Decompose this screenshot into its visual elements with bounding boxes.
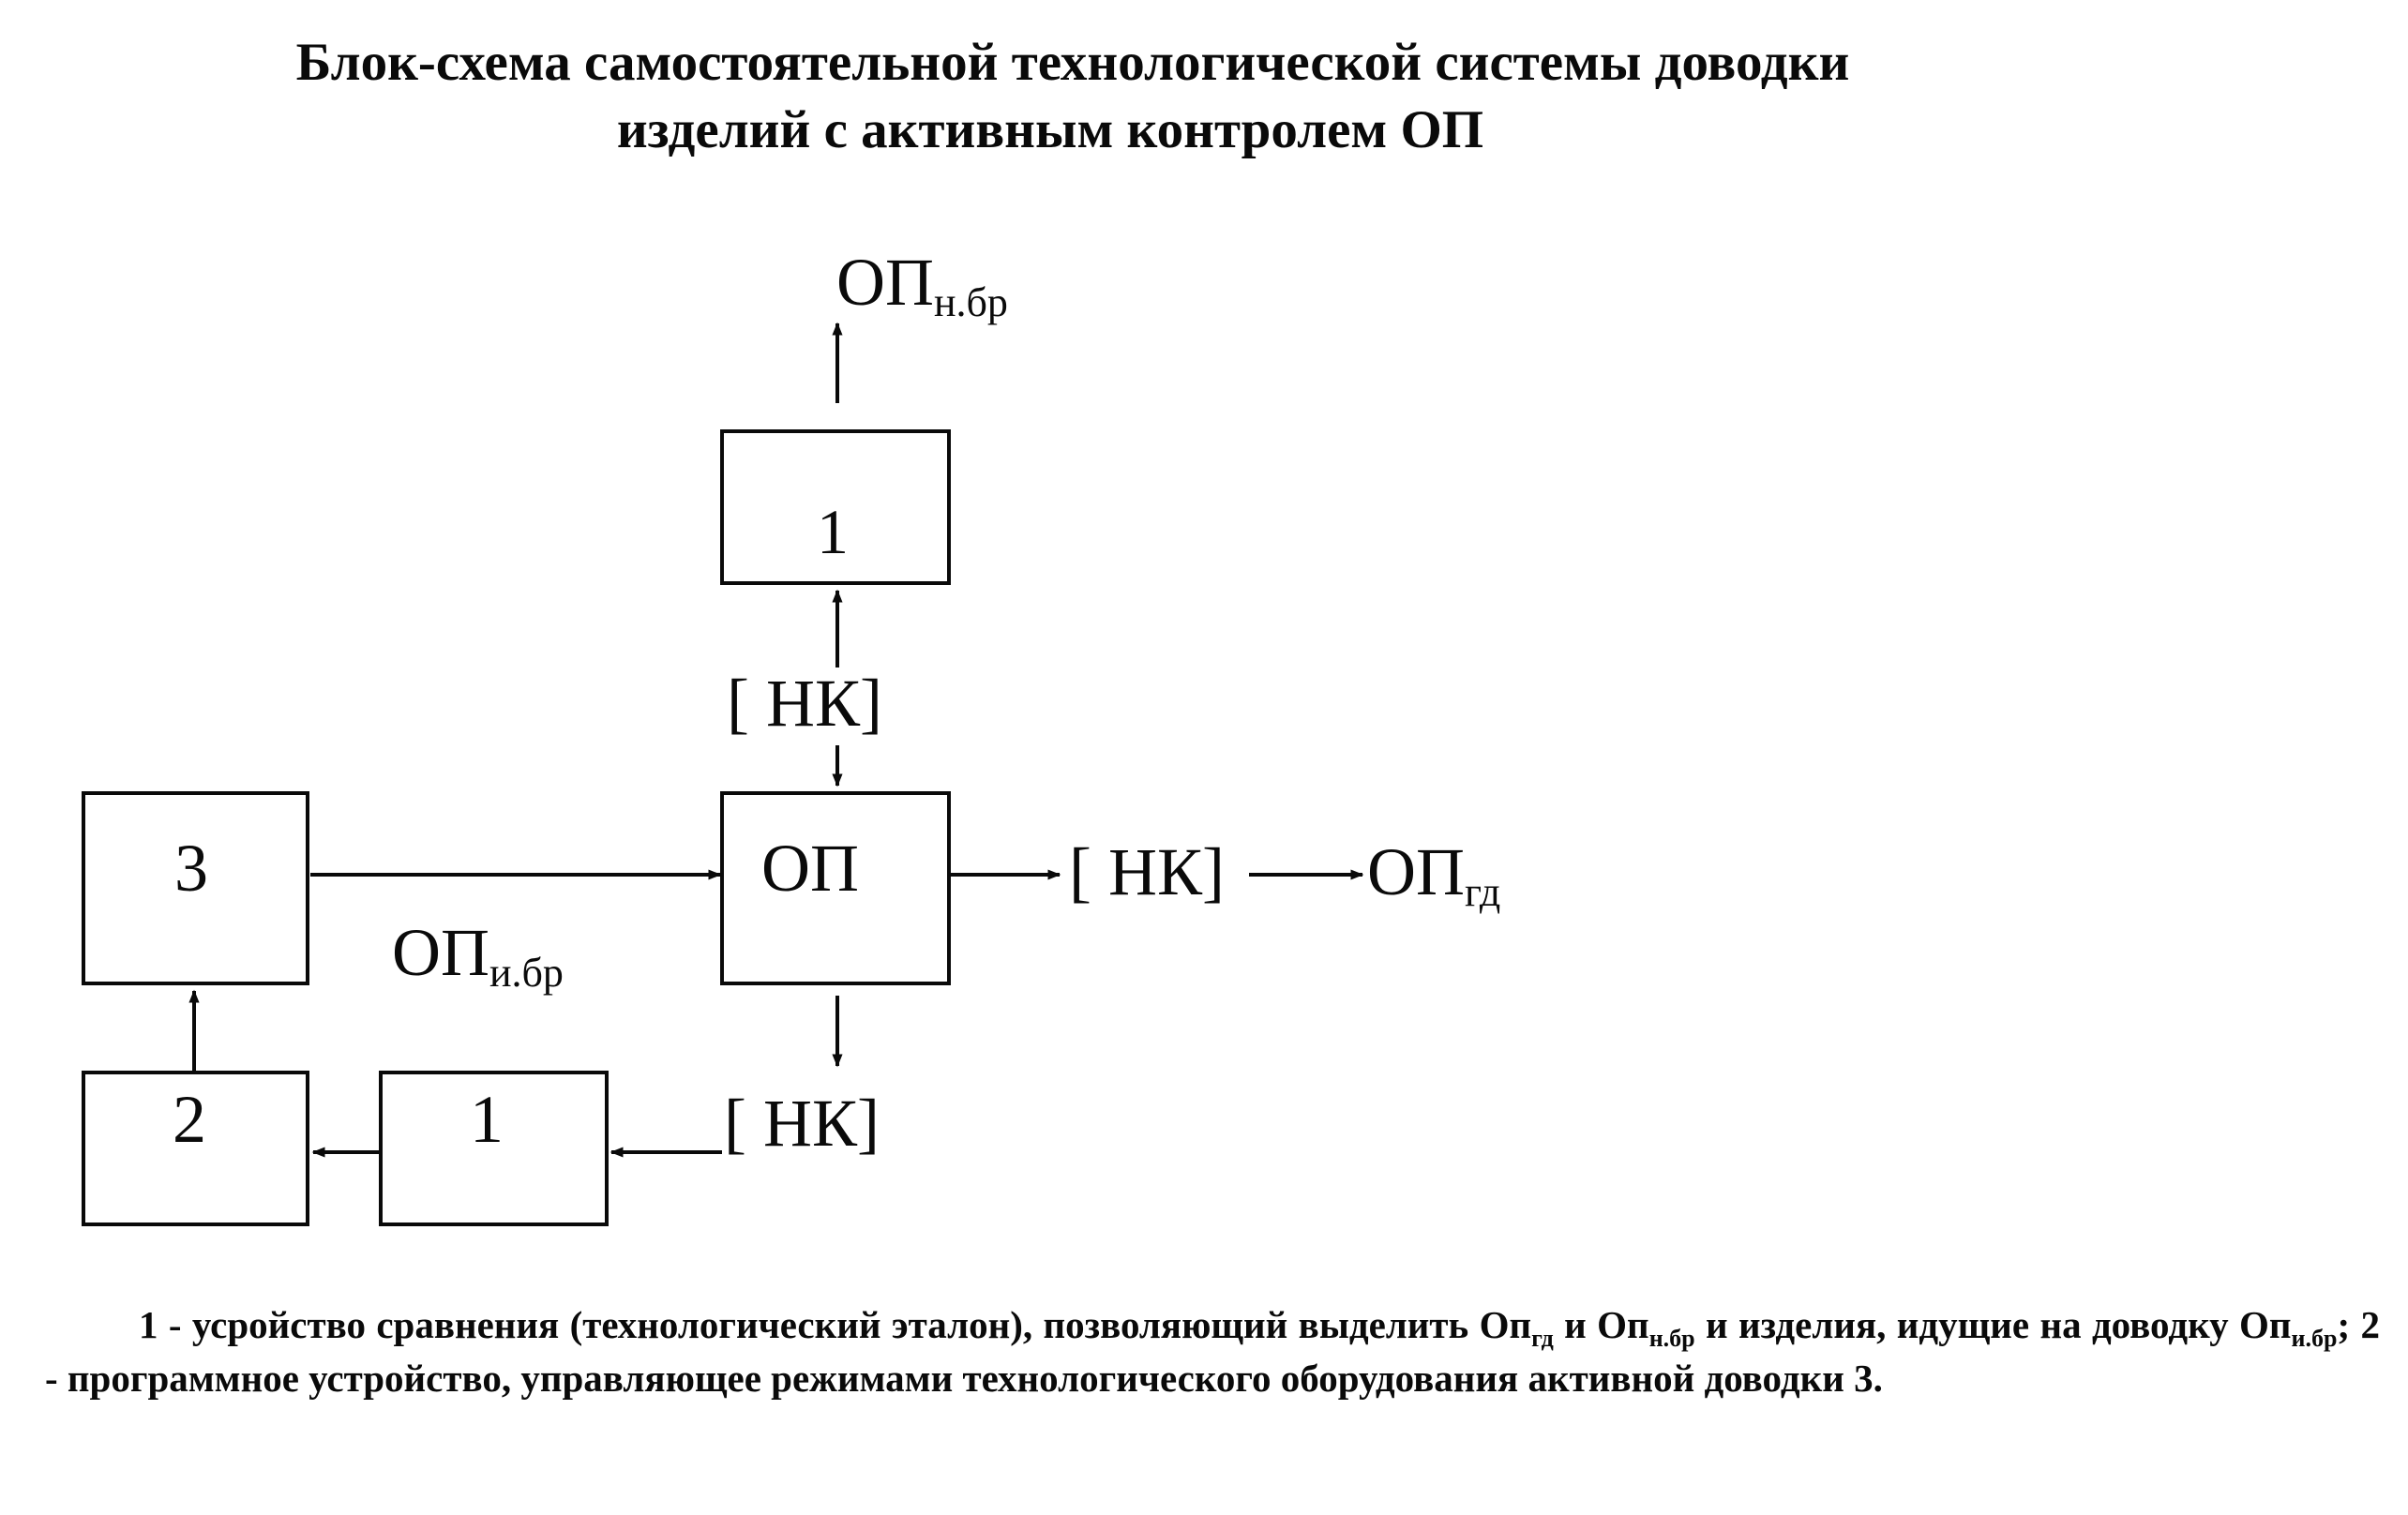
caption-paragraph: 1 - усройство сравнения (технологический…	[45, 1298, 2380, 1405]
block-comparator-top	[720, 429, 951, 585]
label-nk-top: [ НК]	[727, 666, 882, 741]
caption-part-2: и Оп	[1553, 1303, 1649, 1346]
caption: 1 - усройство сравнения (технологический…	[45, 1298, 2380, 1405]
label-comparator-top: 1	[817, 496, 849, 567]
label-op-nbr-base: ОП	[836, 245, 934, 320]
label-op-nbr-sub: н.бр	[934, 279, 1008, 325]
block-finishing-3	[82, 791, 309, 985]
label-op-nbr: ОПн.бр	[836, 245, 1008, 325]
title-line-1: Блок-схема самостоятельной технологическ…	[295, 33, 1850, 92]
label-comparator-bottom: 1	[470, 1082, 504, 1157]
block-comparator-bottom	[379, 1071, 609, 1226]
block-part-op	[720, 791, 951, 985]
caption-part-5: ; 2 - программное устройство, управляюще…	[45, 1303, 2381, 1400]
label-part-op: ОП	[761, 831, 859, 906]
label-nk-bottom: [ НК]	[724, 1086, 880, 1161]
label-op-ibr-base: ОП	[392, 915, 489, 990]
caption-sub-nbr: н.бр	[1648, 1325, 1695, 1352]
caption-sub-ibr: и.бр	[2291, 1325, 2338, 1352]
caption-part-3: и изделия,	[1694, 1303, 1887, 1346]
label-op-gd-base: ОП	[1367, 834, 1465, 909]
label-nk-right: [ НК]	[1069, 834, 1225, 909]
label-finishing-3: 3	[174, 831, 208, 906]
label-op-ibr-sub: и.бр	[489, 950, 564, 996]
label-op-gd: ОПгд	[1367, 834, 1500, 915]
caption-part-1: 1 - усройство сравнения (технологический…	[139, 1303, 1532, 1346]
title-line-2: изделий с активным контролем ОП	[616, 100, 1484, 159]
caption-part-4: идущие на доводку Оп	[1896, 1303, 2292, 1346]
label-program-2: 2	[173, 1082, 206, 1157]
label-op-gd-sub: гд	[1465, 869, 1500, 915]
label-op-ibr: ОПи.бр	[392, 915, 564, 996]
caption-sub-gd: гд	[1531, 1325, 1554, 1352]
